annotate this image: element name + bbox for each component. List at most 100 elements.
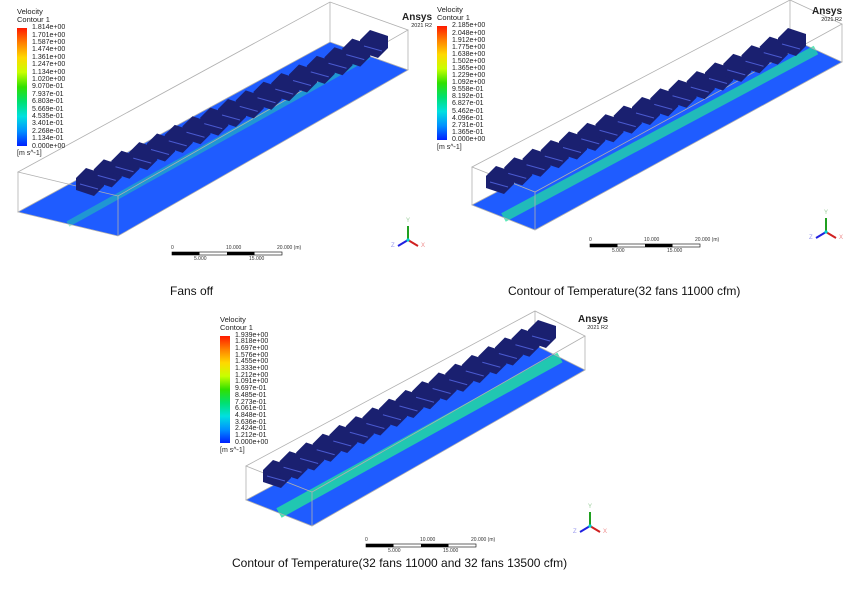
- legend-value: 3.401e-01: [32, 120, 64, 128]
- legend-color-bar: [17, 28, 27, 147]
- legend-value: 3.636e-01: [235, 418, 267, 426]
- legend-value: 4.096e-01: [452, 114, 484, 122]
- scale-label: 15.000: [443, 548, 459, 554]
- legend-value: 1.365e+00: [452, 65, 486, 72]
- legend-value: 1.134e+00: [32, 68, 66, 76]
- axis-label-x: X: [603, 529, 608, 535]
- legend-value: 1.474e+00: [32, 46, 66, 54]
- legend-title: Velocity: [437, 5, 463, 14]
- legend-subtitle: Contour 1: [220, 322, 253, 332]
- axis-label-z: Z: [573, 529, 577, 535]
- legend-value: 1.701e+00: [32, 31, 66, 39]
- legend-value: 7.273e-01: [235, 398, 267, 406]
- scale-label: 10.000: [226, 245, 242, 251]
- legend-unit: [m s^-1]: [17, 150, 42, 158]
- legend-value: 9.070e-01: [32, 83, 64, 91]
- legend-value: 6.803e-01: [32, 98, 64, 106]
- legend-title: Velocity: [220, 315, 246, 324]
- legend-value: 1.455e+00: [235, 358, 269, 366]
- legend-value: 1.247e+00: [32, 61, 66, 69]
- legend-value: 2.048e+00: [452, 29, 486, 37]
- legend-value: 1.912e+00: [452, 36, 486, 44]
- legend-value: 5.462e-01: [452, 107, 484, 115]
- fan-unit: [778, 28, 806, 56]
- floor-contour: [18, 42, 408, 236]
- panel-caption: Contour of Temperature(32 fans 11000 and…: [232, 556, 568, 570]
- axis-label-y: Y: [588, 504, 593, 510]
- scale-label: 5.000: [612, 248, 625, 254]
- scale-label: 5.000: [388, 548, 401, 554]
- axis-label-x: X: [421, 243, 426, 249]
- axis-triad: [397, 226, 419, 247]
- fan-unit: [528, 320, 556, 348]
- legend-value: 1.361e+00: [32, 53, 66, 61]
- legend-value: 1.020e+00: [32, 76, 66, 84]
- legend-subtitle: Contour 1: [437, 12, 470, 22]
- legend-value: 1.939e+00: [235, 331, 269, 339]
- legend-value: 1.212e-01: [235, 431, 267, 439]
- scale-label: 0: [171, 245, 174, 251]
- logo-brand: Ansys: [577, 314, 608, 325]
- legend-value: 1.697e+00: [235, 345, 269, 353]
- scale-label: 15.000: [249, 256, 265, 262]
- logo-brand: Ansys: [401, 12, 432, 23]
- legend-value: 8.485e-01: [235, 391, 267, 399]
- axis-label-y: Y: [824, 210, 829, 216]
- legend-value: 6.061e-01: [235, 405, 267, 413]
- legend-value: 8.192e-01: [452, 93, 484, 101]
- scale-label: 20.000 (m): [471, 537, 496, 543]
- legend-value: 1.587e+00: [32, 39, 66, 47]
- legend-value: 0.000e+00: [235, 438, 269, 446]
- legend-value: 1.365e-01: [452, 128, 484, 136]
- legend-value: 2.424e-01: [235, 425, 267, 433]
- logo-brand: Ansys: [811, 6, 842, 17]
- legend-value: 5.669e-01: [32, 105, 64, 113]
- scale-label: 0: [589, 237, 592, 243]
- legend-value: 0.000e+00: [452, 135, 486, 143]
- scale-label: 5.000: [194, 256, 207, 262]
- scale-label: 10.000: [420, 537, 436, 543]
- legend-value: 1.212e+00: [235, 371, 269, 379]
- legend-color-bar: [220, 336, 230, 444]
- scale-label: 20.000 (m): [695, 237, 720, 243]
- panel-caption: Fans off: [170, 284, 214, 298]
- scale-label: 10.000: [644, 237, 660, 243]
- legend-value: 1.576e+00: [235, 351, 269, 359]
- axis-triad: [579, 512, 601, 533]
- legend-value: 1.502e+00: [452, 57, 486, 65]
- fan-unit: [360, 30, 388, 58]
- legend-value: 2.185e+00: [452, 22, 486, 30]
- logo-version: 2021 R2: [411, 23, 432, 29]
- legend-value: 1.638e+00: [452, 50, 486, 58]
- legend-value: 4.848e-01: [235, 411, 267, 419]
- legend-value: 9.697e-01: [235, 385, 267, 393]
- scale-label: 20.000 (m): [277, 245, 302, 251]
- legend-value: 1.229e+00: [452, 72, 486, 80]
- domain-bottom-outline: [16, 41, 409, 237]
- axis-label-y: Y: [406, 218, 411, 224]
- legend-color-bar: [437, 26, 447, 140]
- legend-value: 1.134e-01: [32, 135, 64, 143]
- velocity-streak: [501, 45, 819, 222]
- velocity-streak: [276, 352, 563, 518]
- legend-value: 1.814e+00: [32, 24, 66, 32]
- legend-value: 2.731e-01: [452, 121, 484, 129]
- legend-value: 1.091e+00: [235, 378, 269, 386]
- axis-label-x: X: [839, 235, 844, 241]
- legend-value: 1.775e+00: [452, 43, 486, 51]
- logo-version: 2021 R2: [587, 325, 608, 331]
- logo-version: 2021 R2: [821, 17, 842, 23]
- legend-title: Velocity: [17, 7, 43, 16]
- legend-value: 1.818e+00: [235, 338, 269, 346]
- legend-value: 9.558e-01: [452, 86, 484, 94]
- legend-value: 6.827e-01: [452, 100, 484, 108]
